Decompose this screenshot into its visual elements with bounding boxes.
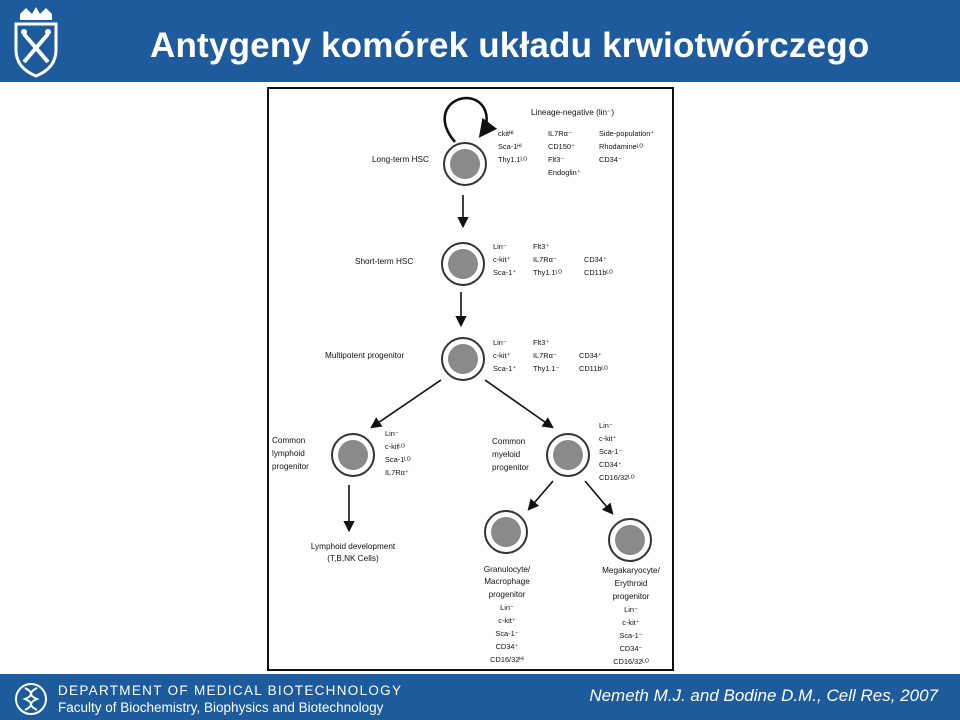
marker: Sca-1⁻ — [619, 631, 642, 640]
marker: CD34⁺ — [584, 255, 607, 264]
header-bar: Antygeny komórek układu krwiotwórczego — [0, 0, 960, 82]
marker: Sca-1⁻ — [495, 629, 518, 638]
label-mep: Erythroid — [615, 579, 648, 588]
label-st-hsc: Short-term HSC — [355, 257, 413, 266]
label-lt-hsc: Long-term HSC — [372, 155, 429, 164]
marker: c-kit⁺ — [493, 351, 511, 360]
marker: CD34⁺ — [496, 642, 519, 651]
self-renewal-arrow — [443, 96, 498, 143]
label-clp: progenitor — [272, 462, 309, 471]
marker: IL7Rα⁻ — [548, 129, 572, 138]
marker: Side-population⁺ — [599, 129, 654, 138]
label-clp: lymphoid — [272, 449, 305, 458]
marker: CD16/32ᴸᴼ — [613, 657, 649, 666]
marker: c-kit⁺ — [493, 255, 511, 264]
cell-st-hsc — [441, 242, 485, 286]
marker: CD16/32ᴴⁱ — [490, 655, 524, 664]
marker: CD34⁻ — [620, 644, 643, 653]
marker: Lin⁻ — [500, 603, 514, 612]
marker: CD150⁺ — [548, 142, 575, 151]
label-gmp: progenitor — [489, 590, 526, 599]
department-name: DEPARTMENT OF MEDICAL BIOTECHNOLOGY — [58, 683, 403, 698]
page-title: Antygeny komórek układu krwiotwórczego — [150, 26, 870, 65]
label-gmp: Granulocyte/ — [484, 565, 531, 574]
citation: Nemeth M.J. and Bodine D.M., Cell Res, 2… — [589, 686, 938, 705]
cell-mep — [608, 518, 652, 562]
dna-helix-icon — [15, 683, 47, 715]
marker: Lin⁻ — [624, 605, 638, 614]
label-mep: Megakaryocyte/ — [602, 566, 661, 575]
marker: ckitᴴⁱ — [498, 129, 514, 138]
marker: Flt3⁺ — [533, 242, 549, 251]
marker: CD34⁻ — [599, 155, 622, 164]
cell-clp — [331, 433, 375, 477]
marker: CD11bᴸᴼ — [584, 268, 613, 277]
marker: IL7Rα⁻ — [533, 255, 557, 264]
label-cmp: Common — [492, 437, 526, 446]
arrow-cmp-to-gmp — [527, 480, 554, 511]
marker: c-kit⁺ — [622, 618, 640, 627]
arrow-mpp-to-clp — [370, 379, 442, 429]
cell-mpp — [441, 337, 485, 381]
cell-lt-hsc — [443, 142, 487, 186]
label-gmp: Macrophage — [484, 577, 530, 586]
label-clp: Common — [272, 436, 306, 445]
university-crest-icon — [14, 7, 58, 78]
label-lymphoid-development: Lymphoid development — [311, 542, 396, 551]
marker: IL7Rα⁺ — [385, 468, 409, 477]
marker: Sca-1⁻ — [599, 447, 622, 456]
faculty-name: Faculty of Biochemistry, Biophysics and … — [58, 700, 384, 715]
marker: Sca-1ᴸᴼ — [385, 455, 411, 464]
marker: Endoglin⁺ — [548, 168, 581, 177]
cell-cmp — [546, 433, 590, 477]
arrow-cmp-to-mep — [584, 480, 614, 515]
marker: c-kitᴸᴼ — [385, 442, 405, 451]
arrow-mpp-to-cmp — [484, 379, 554, 429]
marker: CD11bᴸᴼ — [579, 364, 608, 373]
marker: Thy1.1ᴸᴼ — [498, 155, 527, 164]
marker: CD34⁺ — [599, 460, 622, 469]
label-cmp: progenitor — [492, 463, 529, 472]
cell-gmp — [484, 510, 528, 554]
lineage-negative-note: Lineage-negative (lin⁻) — [531, 108, 614, 117]
marker: Sca-1⁺ — [493, 268, 516, 277]
footer-bar: DEPARTMENT OF MEDICAL BIOTECHNOLOGY Facu… — [0, 674, 960, 720]
marker: Lin⁻ — [599, 421, 613, 430]
marker: Thy1.1⁻ — [533, 364, 560, 373]
marker: c-kit⁺ — [498, 616, 516, 625]
marker: c-kit⁺ — [599, 434, 617, 443]
marker: Thy1.1ᴸᴼ — [533, 268, 562, 277]
marker: IL7Rα⁻ — [533, 351, 557, 360]
marker: Flt3⁺ — [533, 338, 549, 347]
marker: CD16/32ᴸᴼ — [599, 473, 635, 482]
marker: Lin⁻ — [493, 242, 507, 251]
label-lymphoid-development: (T,B,NK Cells) — [327, 554, 379, 563]
marker: Lin⁻ — [493, 338, 507, 347]
label-mpp: Multipotent progenitor — [325, 351, 404, 360]
marker: Sca-1⁺ — [493, 364, 516, 373]
marker: CD34⁺ — [579, 351, 602, 360]
marker: Sca-1ᴴⁱ — [498, 142, 522, 151]
hematopoiesis-diagram: Lineage-negative (lin⁻) Long-term HSC ck… — [267, 87, 674, 671]
marker: Lin⁻ — [385, 429, 399, 438]
label-cmp: myeloid — [492, 450, 521, 459]
label-mep: progenitor — [613, 592, 650, 601]
marker: Flt3⁻ — [548, 155, 564, 164]
marker: Rhodamineᴸᴼ — [599, 142, 643, 151]
